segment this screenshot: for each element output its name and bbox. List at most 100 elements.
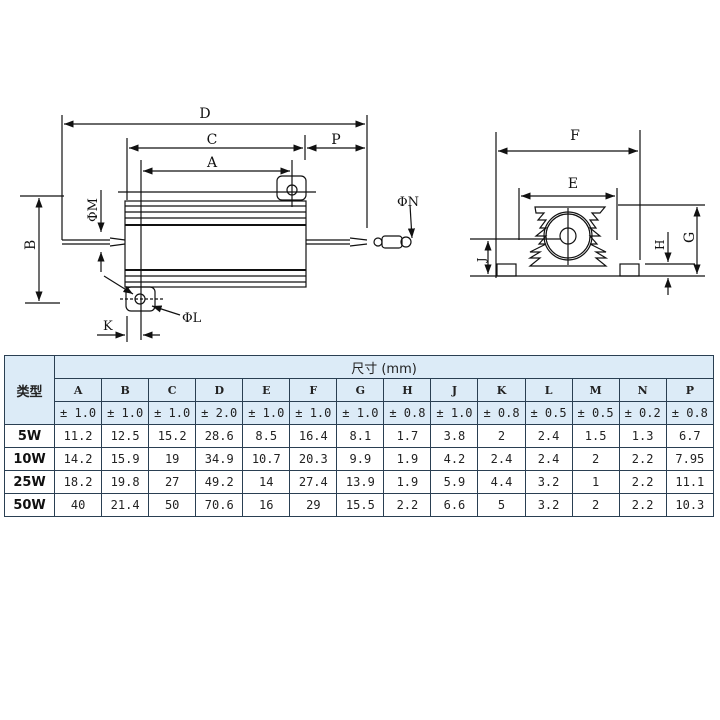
value-cell: 34.9 <box>195 447 244 471</box>
row-type-label: 50W <box>3 493 56 517</box>
value-cell: 15.2 <box>148 424 197 448</box>
label-H: H <box>653 240 667 250</box>
value-cell: 2.4 <box>477 447 526 471</box>
value-cell: 27 <box>148 470 197 494</box>
value-cell: 21.4 <box>101 493 150 517</box>
value-cell: 11.1 <box>665 470 715 494</box>
tolerance-cell: ± 1.0 <box>148 401 197 425</box>
value-cell: 1.9 <box>383 470 432 494</box>
label-E: E <box>568 176 578 192</box>
value-cell: 27.4 <box>289 470 338 494</box>
tolerance-cell: ± 1.0 <box>54 401 103 425</box>
side-view-labels: D C P A B ΦM ΦN ΦL K <box>23 106 419 334</box>
label-F: F <box>570 128 580 144</box>
value-cell: 50 <box>148 493 197 517</box>
value-cell: 14 <box>242 470 291 494</box>
value-cell: 15.9 <box>101 447 150 471</box>
value-cell: 16.4 <box>289 424 338 448</box>
type-header: 类型 <box>3 355 56 425</box>
tolerance-cell: ± 2.0 <box>195 401 244 425</box>
value-cell: 10.3 <box>665 493 715 517</box>
tolerance-cell: ± 1.0 <box>289 401 338 425</box>
value-cell: 19 <box>148 447 197 471</box>
tolerance-cell: ± 0.8 <box>477 401 526 425</box>
value-cell: 2 <box>477 424 526 448</box>
label-K: K <box>103 319 113 334</box>
label-phi-L: ΦL <box>182 311 202 326</box>
value-cell: 14.2 <box>54 447 103 471</box>
value-cell: 1 <box>571 470 620 494</box>
resistor-dimension-drawing: D C P A B ΦM ΦN ΦL K F E G H <box>20 106 705 342</box>
col-header: D <box>195 378 244 402</box>
value-cell: 2.2 <box>618 447 667 471</box>
value-cell: 3.8 <box>430 424 479 448</box>
label-D: D <box>199 106 210 122</box>
value-cell: 15.5 <box>336 493 385 517</box>
value-cell: 2.2 <box>383 493 432 517</box>
value-cell: 1.7 <box>383 424 432 448</box>
value-cell: 16 <box>242 493 291 517</box>
value-cell: 7.95 <box>665 447 715 471</box>
value-cell: 4.2 <box>430 447 479 471</box>
label-B: B <box>23 240 39 250</box>
value-cell: 1.9 <box>383 447 432 471</box>
label-P: P <box>331 132 340 148</box>
value-cell: 11.2 <box>54 424 103 448</box>
col-header: E <box>242 378 291 402</box>
col-header: K <box>477 378 526 402</box>
value-cell: 2.4 <box>524 424 573 448</box>
value-cell: 1.3 <box>618 424 667 448</box>
end-view <box>470 130 705 295</box>
col-header: B <box>101 378 150 402</box>
value-cell: 6.6 <box>430 493 479 517</box>
tolerance-cell: ± 0.5 <box>571 401 620 425</box>
value-cell: 9.9 <box>336 447 385 471</box>
tolerance-cell: ± 1.0 <box>242 401 291 425</box>
label-J: J <box>475 258 488 263</box>
column-header-row: A B C D E F G H J K L M N P <box>5 378 715 402</box>
value-cell: 10.7 <box>242 447 291 471</box>
value-cell: 28.6 <box>195 424 244 448</box>
col-header: F <box>289 378 338 402</box>
value-cell: 2 <box>571 447 620 471</box>
value-cell: 3.2 <box>524 470 573 494</box>
value-cell: 1.5 <box>571 424 620 448</box>
tolerance-cell: ± 1.0 <box>336 401 385 425</box>
value-cell: 5.9 <box>430 470 479 494</box>
dimension-header: 尺寸 (mm) <box>54 355 714 379</box>
tolerance-cell: ± 0.8 <box>665 401 715 425</box>
value-cell: 18.2 <box>54 470 103 494</box>
col-header: N <box>618 378 667 402</box>
side-view <box>20 115 416 342</box>
value-cell: 2.2 <box>618 493 667 517</box>
value-cell: 2 <box>571 493 620 517</box>
col-header: C <box>148 378 197 402</box>
tolerance-cell: ± 0.2 <box>618 401 667 425</box>
value-cell: 3.2 <box>524 493 573 517</box>
tolerance-cell: ± 1.0 <box>101 401 150 425</box>
value-cell: 4.4 <box>477 470 526 494</box>
col-header: P <box>665 378 715 402</box>
value-cell: 2.2 <box>618 470 667 494</box>
end-view-labels: F E G H J <box>475 128 698 263</box>
tolerance-cell: ± 0.5 <box>524 401 573 425</box>
value-cell: 19.8 <box>101 470 150 494</box>
value-cell: 49.2 <box>195 470 244 494</box>
col-header: M <box>571 378 620 402</box>
col-header: L <box>524 378 573 402</box>
col-header: A <box>54 378 103 402</box>
dimension-table: 类型 尺寸 (mm) A B C D E F G H J K L M N P ±… <box>3 355 715 517</box>
value-cell: 8.1 <box>336 424 385 448</box>
tolerance-cell: ± 1.0 <box>430 401 479 425</box>
value-cell: 13.9 <box>336 470 385 494</box>
value-cell: 12.5 <box>101 424 150 448</box>
tolerance-cell: ± 0.8 <box>383 401 432 425</box>
value-cell: 5 <box>477 493 526 517</box>
value-cell: 6.7 <box>665 424 715 448</box>
value-cell: 70.6 <box>195 493 244 517</box>
col-header: H <box>383 378 432 402</box>
